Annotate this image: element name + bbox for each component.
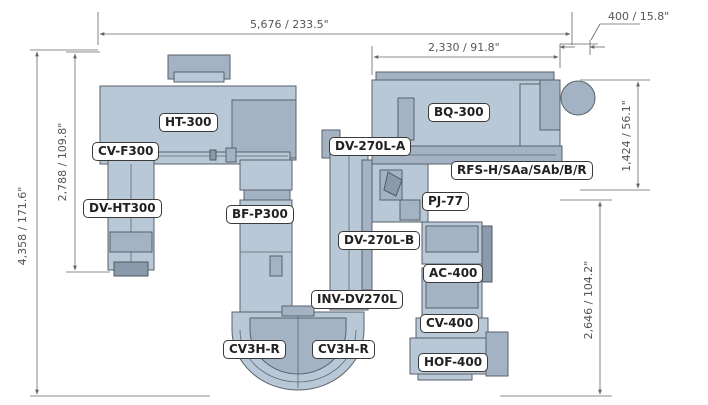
- label-cvf300: CV-F300: [92, 142, 160, 161]
- label-cv3hr-right: CV3H-R: [312, 340, 375, 359]
- label-rfs: RFS-H/SAa/SAb/B/R: [451, 161, 593, 180]
- left-overall-label: 4,358 / 171.6": [16, 187, 29, 266]
- label-bfp300: BF-P300: [226, 205, 294, 224]
- right-lower-label: 2,646 / 104.2": [582, 261, 595, 340]
- rfs-unit: [371, 163, 429, 223]
- label-hof400: HOF-400: [418, 353, 489, 372]
- label-ht300: HT-300: [159, 113, 218, 132]
- right-upper-label: 1,424 / 56.1": [620, 100, 633, 172]
- top-partial-label: 2,330 / 91.8": [428, 41, 500, 54]
- dimension-lines: [30, 12, 650, 397]
- label-ac400: AC-400: [423, 264, 484, 283]
- label-dvht300: DV-HT300: [83, 199, 162, 218]
- left-partial-label: 2,788 / 109.8": [56, 123, 69, 202]
- label-bq300: BQ-300: [428, 103, 490, 122]
- top-right-gap-label: 400 / 15.8": [608, 10, 669, 23]
- top-overall-label: 5,676 / 233.5": [250, 18, 329, 31]
- label-invdv270l: INV-DV270L: [311, 290, 403, 309]
- label-cv3hr-left: CV3H-R: [223, 340, 286, 359]
- dv270l-duct: [321, 129, 373, 311]
- label-pj77: PJ-77: [422, 192, 469, 211]
- label-dv270lb: DV-270L-B: [338, 231, 421, 250]
- label-dv270la: DV-270L-A: [329, 137, 412, 156]
- label-cv400: CV-400: [420, 314, 480, 333]
- dvht300-machine: [107, 159, 155, 277]
